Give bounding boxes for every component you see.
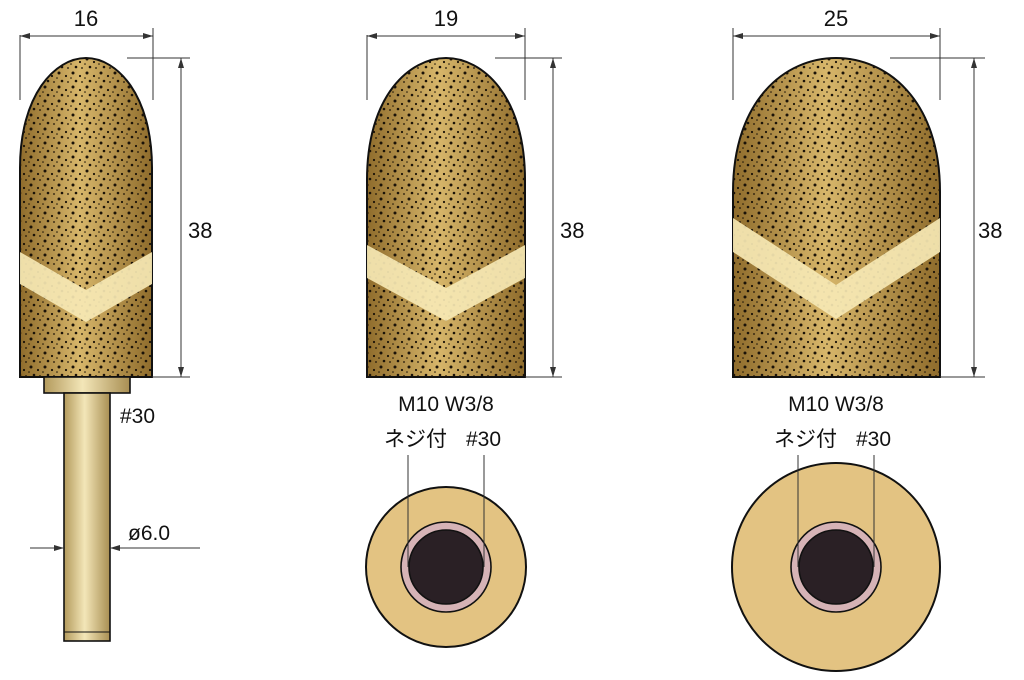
shank-diameter-dimension: ø6.0: [30, 522, 200, 551]
thread-hole: [798, 529, 874, 605]
grit-label: #30: [856, 428, 891, 451]
tool-1: 16 38 #30 ø6.0: [19, 6, 212, 642]
thread-label: M10 W3/8: [398, 393, 494, 416]
height-dimension: 38: [890, 57, 1002, 378]
shank: [43, 376, 131, 642]
grinding-head: [366, 56, 526, 378]
width-label: 25: [824, 6, 848, 31]
thread-hole: [408, 529, 484, 605]
height-dimension: 38: [127, 57, 212, 378]
thread-note-line: ネジ付 #30: [384, 427, 501, 451]
width-label: 19: [434, 6, 458, 31]
grinding-head: [732, 56, 941, 378]
band-stripe: [367, 245, 525, 321]
thread-note: ネジ付: [384, 427, 447, 451]
width-dimension: 19: [366, 6, 526, 100]
band-stripe: [20, 252, 152, 322]
thread-note-line: ネジ付 #30: [774, 427, 891, 451]
height-label: 38: [188, 218, 212, 243]
end-view: [365, 455, 527, 648]
tool-3: 25 38 M10 W3/8 ネジ付 #30: [731, 6, 1002, 672]
band-stripe: [733, 218, 940, 319]
width-dimension: 16: [19, 6, 154, 100]
end-view: [731, 455, 941, 672]
grinding-head: [19, 56, 153, 378]
grit-label: #30: [466, 428, 501, 451]
tool-2: 19 38 M10 W3/8 ネジ付 #30: [365, 6, 584, 648]
thread-label: M10 W3/8: [788, 393, 884, 416]
thread-note: ネジ付: [774, 427, 837, 451]
height-dimension: 38: [495, 57, 584, 378]
grit-label: #30: [120, 405, 155, 428]
width-dimension: 25: [732, 6, 941, 100]
width-label: 16: [74, 6, 98, 31]
height-label: 38: [560, 218, 584, 243]
height-label: 38: [978, 218, 1002, 243]
shank-diameter-label: ø6.0: [128, 522, 170, 545]
